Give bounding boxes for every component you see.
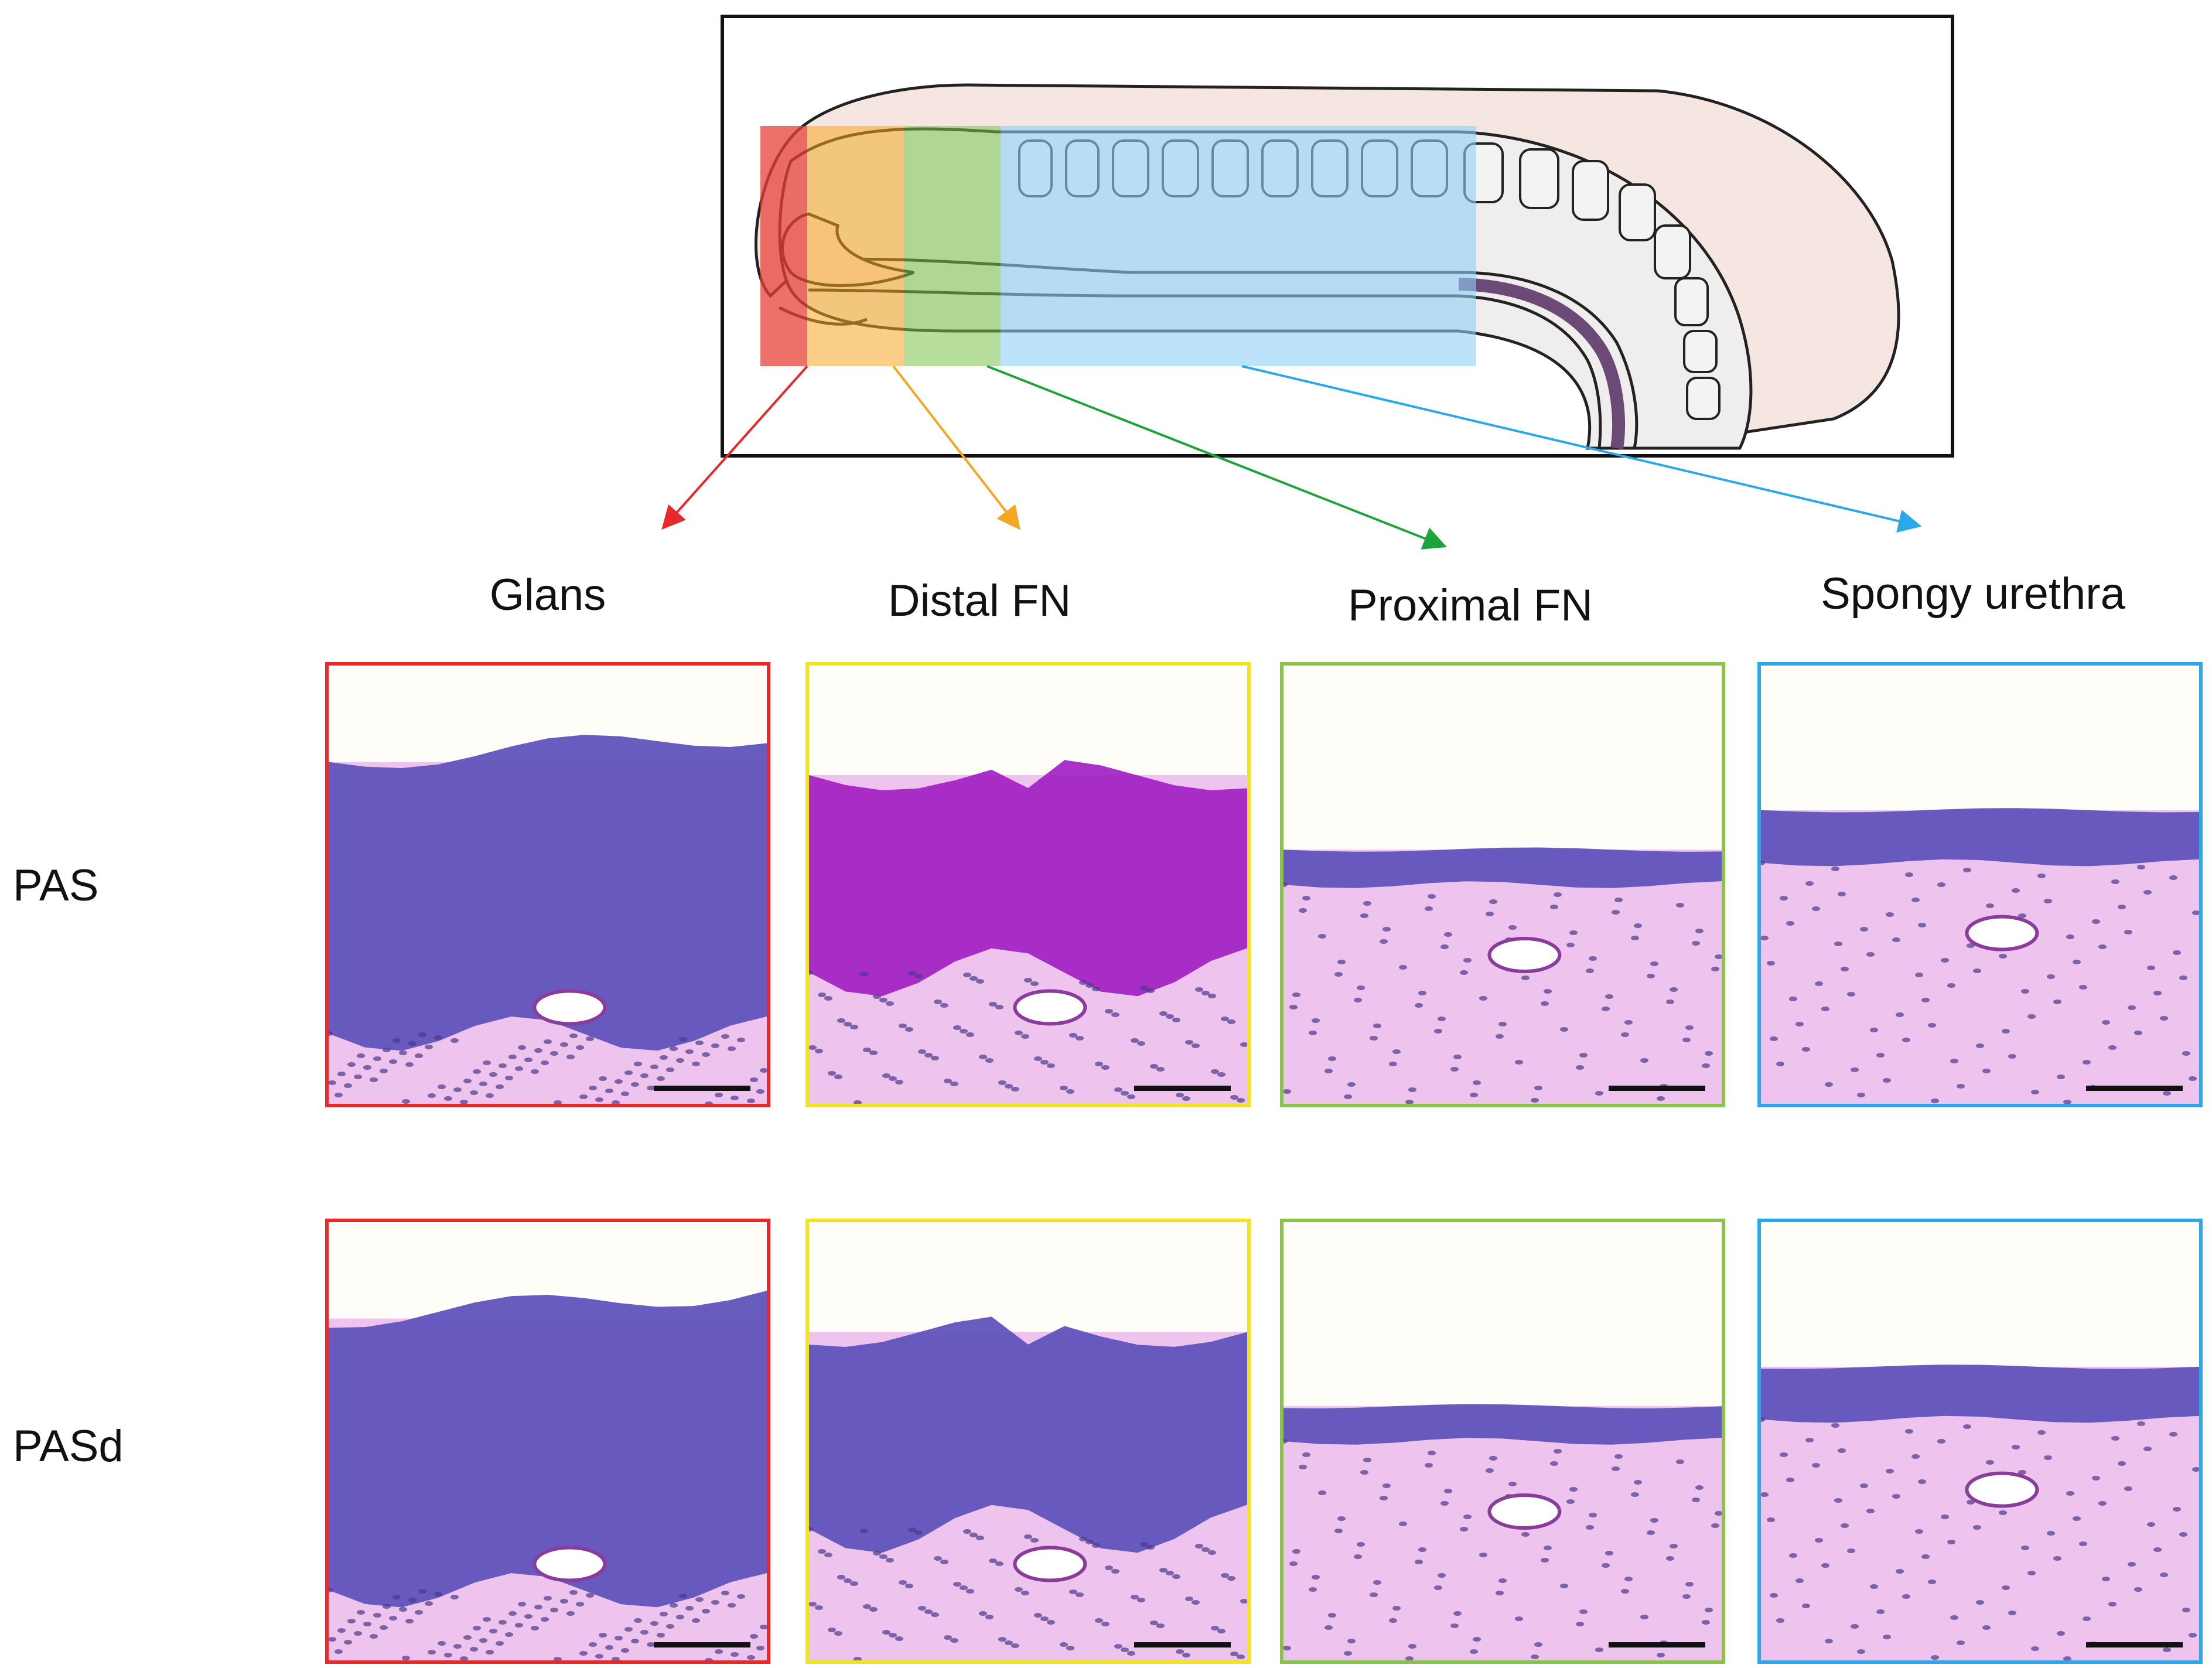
column-label-spongy-urethra: Spongy urethra: [1821, 569, 2125, 619]
micrograph-pasd-distal-fn: [805, 1219, 1251, 1664]
micrograph-pasd-proximal-fn: [1280, 1219, 1725, 1664]
region-spongy-urethra: [1001, 126, 1476, 366]
scale-bar: [2086, 1086, 2183, 1091]
region-glans: [760, 126, 807, 366]
scale-bar: [654, 1642, 750, 1647]
micrograph-pas-spongy-urethra: [1757, 662, 2203, 1107]
micrograph-pas-distal-fn: [805, 662, 1251, 1107]
arrow-glans: [661, 365, 808, 530]
row-label-pasd: PASd: [13, 1421, 124, 1471]
region-proximal-fn: [904, 126, 1001, 366]
column-label-proximal-fn: Proximal FN: [1347, 581, 1593, 630]
micrograph-pasd-glans: [325, 1219, 770, 1664]
urethra-wall-dark: [1458, 278, 1625, 449]
arrow-proximal-fn: [986, 365, 1447, 550]
region-distal-fn: [807, 126, 904, 366]
scale-bar: [1609, 1086, 1705, 1091]
row-label-pas: PAS: [13, 861, 99, 910]
column-label-distal-fn: Distal FN: [887, 576, 1071, 626]
scale-bar: [1134, 1642, 1231, 1647]
scale-bar: [2086, 1642, 2183, 1647]
column-label-glans: Glans: [489, 570, 606, 620]
region-arrows: [661, 365, 1922, 550]
arrow-distal-fn: [892, 365, 1020, 530]
scale-bar: [1609, 1642, 1705, 1647]
micrograph-pas-proximal-fn: [1280, 662, 1725, 1107]
micrograph-pas-glans: [325, 662, 770, 1107]
scale-bar: [654, 1086, 750, 1091]
scale-bar: [1134, 1086, 1231, 1091]
arrow-spongy-urethra: [1241, 365, 1922, 533]
urethra-schematic: [721, 15, 1954, 458]
micrograph-pasd-spongy-urethra: [1757, 1219, 2203, 1664]
